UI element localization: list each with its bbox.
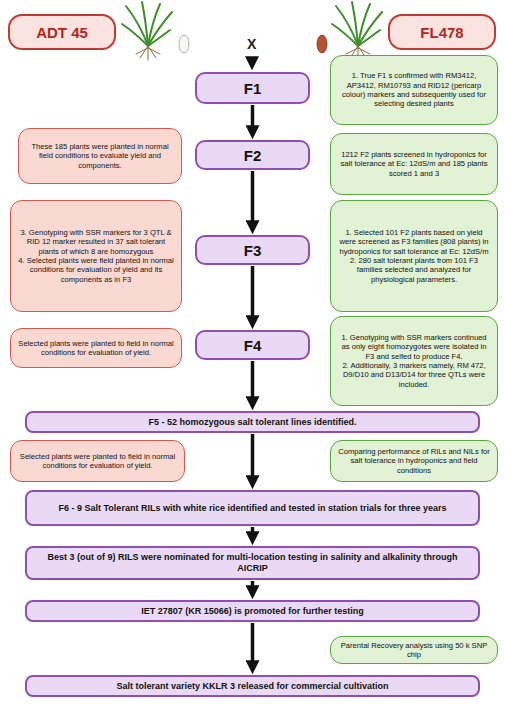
node-text: ADT 45: [10, 24, 114, 41]
lab-note-box: Parental Recovery analysis using 50 k SN…: [330, 636, 498, 664]
flow-arrow: [251, 527, 255, 539]
lab-note-box: 1212 F2 plants screened in hydroponics f…: [330, 133, 498, 195]
node-text: F2: [197, 147, 308, 164]
lab-note-box: 1. Genotyping with SSR markers continued…: [330, 316, 498, 406]
node-text: F5 - 52 homozygous salt tolerant lines i…: [35, 417, 470, 428]
node-text: F3: [197, 242, 308, 259]
generation-box: F3: [195, 235, 310, 265]
node-text: Parental Recovery analysis using 50 k SN…: [337, 641, 491, 660]
node-text: These 185 plants were planted in normal …: [25, 142, 175, 170]
field-note-box: Selected plants were planted to field in…: [10, 440, 185, 482]
node-text: 1. True F1 s confirmed with RM3412, AP34…: [337, 71, 491, 109]
stage-band: F5 - 52 homozygous salt tolerant lines i…: [25, 411, 480, 433]
node-text: Salt tolerant variety KKLR 3 released fo…: [35, 681, 470, 692]
flow-arrow: [251, 434, 255, 483]
rice-plant-right: [332, 2, 382, 60]
parent-box: ADT 45: [8, 14, 116, 50]
node-text: 1212 F2 plants screened in hydroponics f…: [337, 150, 491, 178]
node-text: FL478: [390, 24, 494, 41]
node-text: F6 - 9 Salt Tolerant RILs with white ric…: [35, 503, 470, 514]
node-text: 2. Additionally, 3 markers namely, RM 47…: [337, 361, 491, 389]
parent-box: FL478: [388, 14, 496, 50]
flow-arrow: [251, 171, 255, 228]
stage-band: Salt tolerant variety KKLR 3 released fo…: [25, 675, 480, 697]
node-text: 1. Selected 101 F2 plants based on yield…: [337, 228, 491, 256]
field-note-box: These 185 plants were planted in normal …: [18, 128, 182, 184]
generation-box: F4: [195, 330, 310, 360]
white-grain: [179, 35, 189, 53]
stage-band: IET 27807 (KR 15066) is promoted for fur…: [25, 600, 480, 622]
stage-band: Best 3 (out of 9) RILS were nominated fo…: [25, 546, 480, 580]
node-text: 4. Selected plants were field planted in…: [17, 256, 175, 284]
node-text: 2. 280 salt tolerant plants from 101 F3 …: [337, 256, 491, 284]
generation-box: F2: [195, 140, 310, 170]
node-text: F1: [197, 80, 308, 97]
node-text: Best 3 (out of 9) RILS were nominated fo…: [35, 552, 470, 574]
flow-arrow: [251, 266, 255, 323]
generation-box: F1: [195, 72, 310, 104]
cross-symbol: X: [247, 36, 256, 52]
cross-arrow: [250, 57, 254, 64]
stage-band: F6 - 9 Salt Tolerant RILs with white ric…: [25, 490, 480, 526]
flow-arrow: [251, 623, 255, 668]
lab-note-box: Comparing performance of RILs and NILs f…: [330, 440, 498, 482]
node-text: Comparing performance of RILs and NILs f…: [337, 447, 491, 475]
node-text: 3. Genotyping with SSR markers for 3 QTL…: [17, 228, 175, 256]
flow-arrow: [251, 581, 255, 593]
node-text: IET 27807 (KR 15066) is promoted for fur…: [35, 606, 470, 617]
lab-note-box: 1. True F1 s confirmed with RM3412, AP34…: [330, 55, 498, 125]
node-text: Selected plants were planted to field in…: [17, 339, 175, 358]
lab-note-box: 1. Selected 101 F2 plants based on yield…: [330, 200, 498, 312]
flow-arrow: [251, 105, 255, 133]
node-text: 1. Genotyping with SSR markers continued…: [337, 333, 491, 361]
node-text: Selected plants were planted to field in…: [17, 452, 178, 471]
field-note-box: 3. Genotyping with SSR markers for 3 QTL…: [10, 200, 182, 312]
rice-plant-left: [122, 2, 172, 60]
red-grain: [317, 35, 327, 53]
flow-arrow: [251, 361, 255, 404]
field-note-box: Selected plants were planted to field in…: [10, 328, 182, 368]
node-text: F4: [197, 337, 308, 354]
